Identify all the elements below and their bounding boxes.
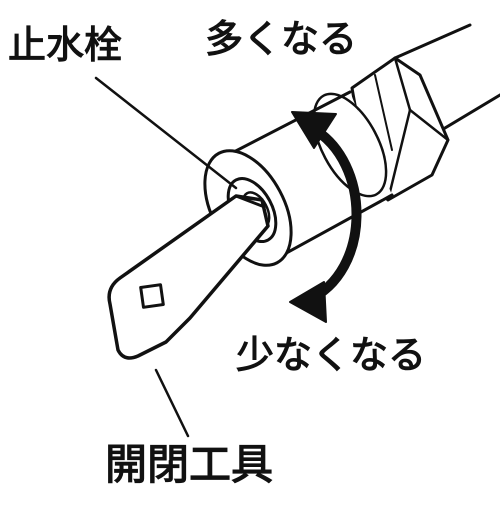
decrease-label: 少なくなる [236, 333, 427, 377]
valve-leader-line [94, 76, 238, 190]
tool-leader-line [154, 368, 190, 438]
rotation-arrow-icon [289, 111, 362, 323]
increase-label: 多くなる [205, 17, 358, 61]
tool-label: 開閉工具 [105, 440, 274, 489]
valve-label: 止水栓 [8, 23, 123, 67]
opening-tool [107, 194, 270, 360]
leader-lines [94, 76, 238, 438]
